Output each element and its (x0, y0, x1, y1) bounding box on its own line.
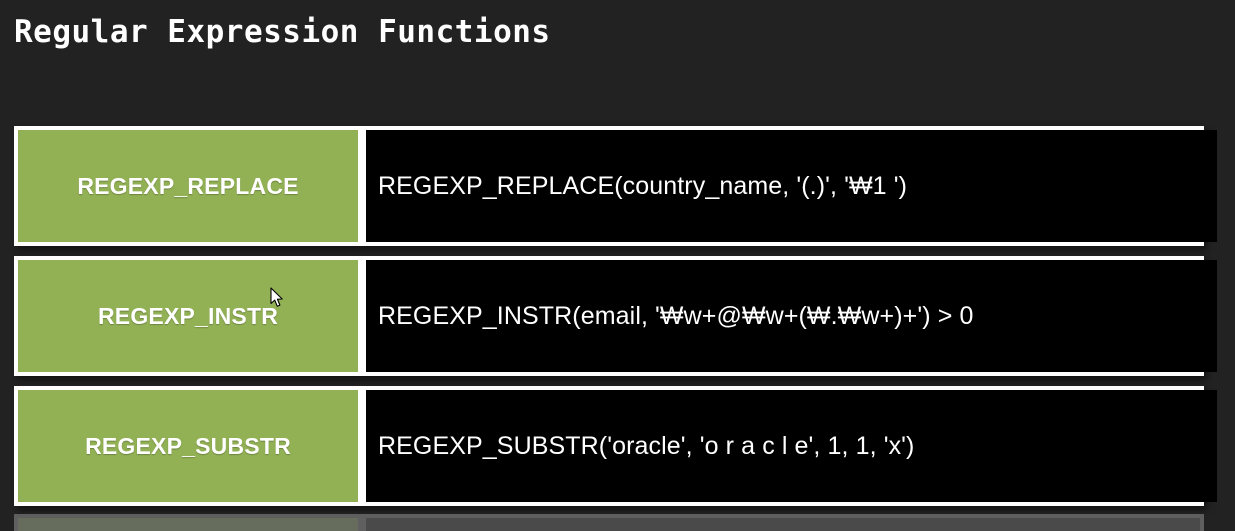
function-name-cell-partial (18, 518, 358, 531)
page-title: Regular Expression Functions (14, 14, 551, 50)
table-row-partial (0, 514, 1235, 531)
function-name-cell[interactable]: REGEXP_SUBSTR (18, 390, 358, 502)
function-code-cell-partial (366, 518, 1200, 531)
table-row[interactable]: REGEXP_SUBSTR REGEXP_SUBSTR('oracle', 'o… (0, 386, 1235, 506)
function-name-cell[interactable]: REGEXP_INSTR (18, 260, 358, 372)
function-table: REGEXP_REPLACE REGEXP_REPLACE(country_na… (0, 126, 1235, 520)
table-row[interactable]: REGEXP_INSTR REGEXP_INSTR(email, '₩w+@₩w… (0, 256, 1235, 376)
function-code-cell[interactable]: REGEXP_SUBSTR('oracle', 'o r a c l e', 1… (366, 390, 1217, 502)
function-code-cell[interactable]: REGEXP_INSTR(email, '₩w+@₩w+(₩.₩w+)+') >… (366, 260, 1217, 372)
table-row[interactable]: REGEXP_REPLACE REGEXP_REPLACE(country_na… (0, 126, 1235, 246)
function-name-cell[interactable]: REGEXP_REPLACE (18, 130, 358, 242)
function-code-cell[interactable]: REGEXP_REPLACE(country_name, '(.)', '₩1 … (366, 130, 1217, 242)
row-frame (14, 514, 1204, 531)
